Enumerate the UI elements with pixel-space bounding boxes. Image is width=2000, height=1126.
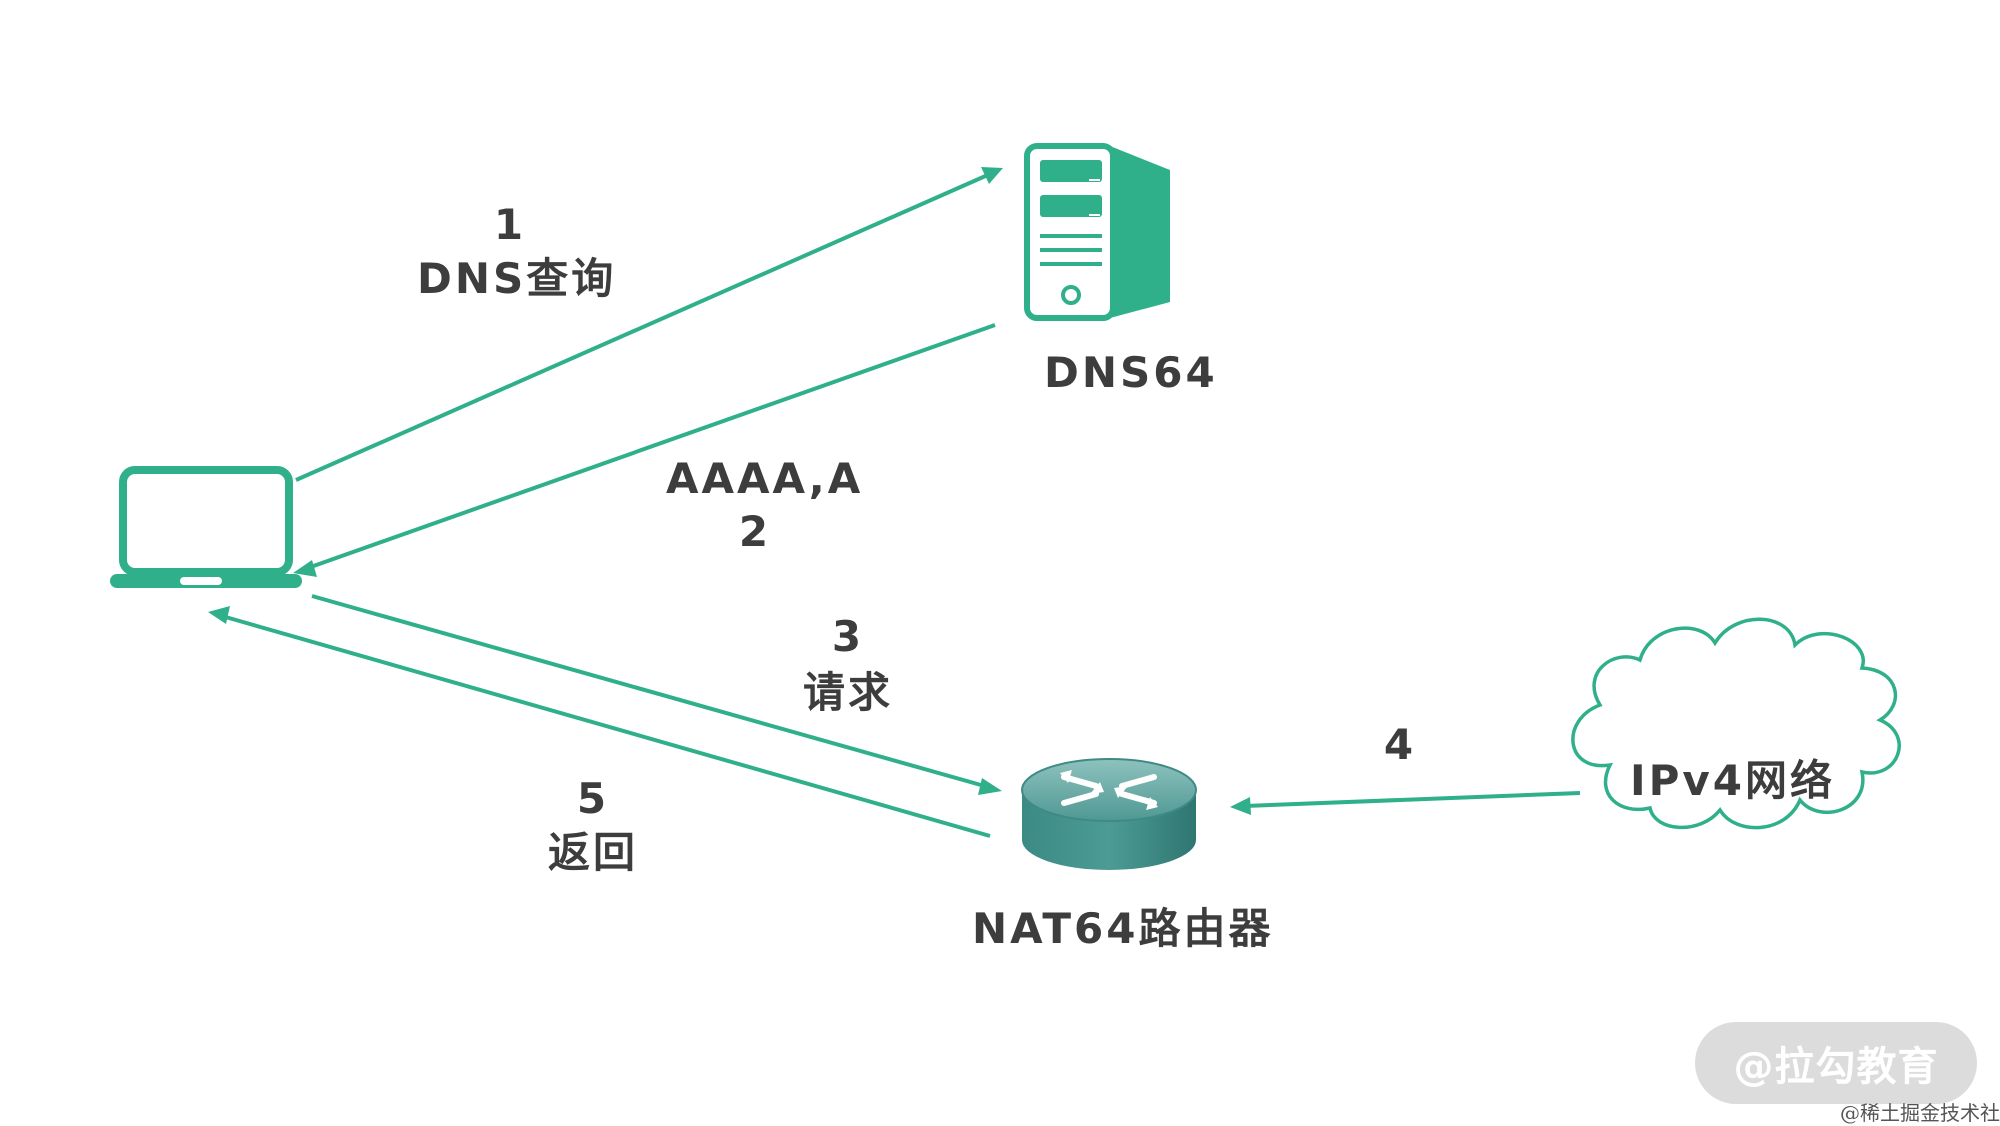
step-5-number: 5	[576, 774, 610, 823]
server-icon	[1024, 143, 1170, 321]
arrow-dns-query	[295, 167, 1003, 482]
step-5-label: 返回	[548, 828, 639, 877]
watermark-subtext: @稀土掘金技术社区	[1840, 1101, 2000, 1125]
step-3-number: 3	[831, 612, 865, 661]
step-2-number: 2	[738, 507, 772, 556]
laptop-icon	[110, 466, 302, 588]
arrow-return	[208, 606, 991, 838]
router-icon	[1021, 758, 1197, 870]
arrow-request	[311, 594, 1002, 795]
arrow-dns-response	[293, 323, 996, 577]
step-2-label: AAAA,A	[666, 454, 864, 503]
step-3-label: 请求	[803, 668, 894, 717]
ipv4-network-label: IPv4网络	[1630, 756, 1836, 805]
step-4-number: 4	[1383, 720, 1417, 769]
step-1-number: 1	[493, 200, 527, 249]
step-1-label: DNS查询	[417, 254, 617, 303]
dns64-server-label: DNS64	[1044, 348, 1218, 397]
watermark-text: @拉勾教育	[1733, 1044, 1939, 1090]
watermark-badge: @拉勾教育	[1695, 1022, 1977, 1104]
arrow-ipv4-to-router	[1230, 791, 1581, 815]
cloud-icon	[1571, 617, 1901, 830]
nat64-router-label: NAT64路由器	[972, 904, 1274, 953]
